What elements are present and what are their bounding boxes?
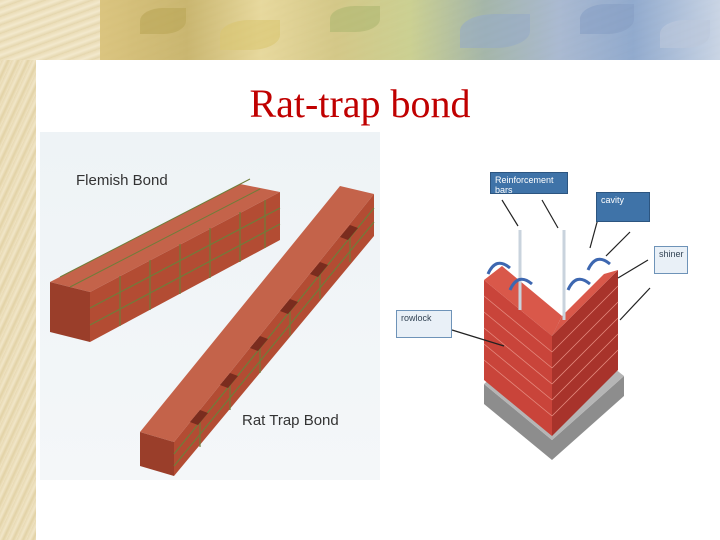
rat-trap-detail-image: Reinforcement bars cavity shiner rowlock	[392, 140, 688, 476]
corner-detail-drawing	[451, 199, 651, 460]
bond-comparison-image: Flemish Bond Rat Trap Bond	[40, 132, 380, 480]
reinforcement-bars	[518, 230, 566, 320]
rat-trap-bond-label: Rat Trap Bond	[242, 412, 339, 429]
bond-walls-drawing	[50, 178, 375, 476]
flemish-bond-label: Flemish Bond	[76, 172, 168, 189]
flemish-bond-wall	[50, 178, 281, 342]
reinforcement-bars-callout: Reinforcement bars	[490, 172, 568, 195]
shiner-callout: shiner	[654, 246, 688, 274]
floral-banner	[100, 0, 720, 60]
rowlock-callout: rowlock	[396, 310, 452, 338]
rat-trap-bond-wall	[140, 186, 375, 476]
slide-title: Rat-trap bond	[249, 81, 471, 126]
wall-right-face	[552, 270, 618, 436]
wall-left-face	[484, 280, 552, 436]
parchment-left-border	[0, 0, 36, 540]
base-slab	[484, 376, 624, 460]
callout-arrows	[451, 199, 651, 347]
cavity-callout: cavity	[596, 192, 650, 222]
